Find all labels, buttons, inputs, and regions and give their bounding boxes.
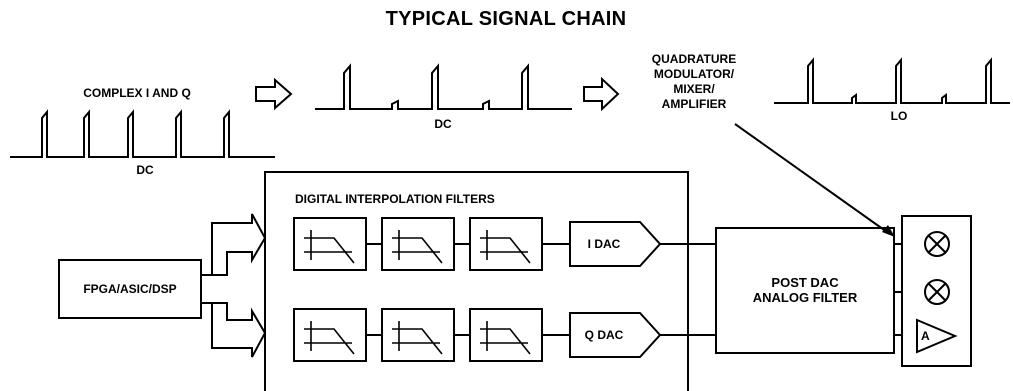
q-filter-1 (293, 308, 367, 362)
fpga-block (58, 259, 202, 319)
post-dac-filter-block (715, 227, 895, 354)
post-filter-label: POST DAC ANALOG FILTER (753, 275, 857, 305)
lowpass-filter-icon (480, 321, 531, 355)
page-title: TYPICAL SIGNAL CHAIN (385, 8, 627, 30)
lowpass-filter-icon (480, 230, 531, 264)
i-filter-2 (381, 217, 455, 271)
i-filter-3 (469, 217, 543, 271)
lowpass-filter-icon (304, 230, 355, 264)
filters-group-title: DIGITAL INTERPOLATION FILTERS (295, 192, 495, 206)
lowpass-filter-icon (392, 230, 443, 264)
bus-arrow-i (201, 213, 267, 276)
amplifier-label: A (921, 329, 930, 343)
q-dac-label: Q DAC (584, 328, 624, 342)
i-dac-shape (569, 221, 662, 267)
hollow-arrow-1 (255, 77, 293, 111)
q-dac-shape (569, 312, 662, 358)
modulator-label-text: QUADRATURE MODULATOR/ MIXER/ AMPLIFIER (651, 52, 737, 111)
amplifier-icon (916, 318, 958, 354)
iq-pulse-waveform (10, 109, 275, 158)
input-dc-label: DC (136, 163, 154, 177)
hollow-arrow-2 (583, 76, 620, 112)
i-filter-1 (293, 217, 367, 271)
fpga-label: FPGA/ASIC/DSP (83, 282, 177, 296)
lowpass-filter-icon (304, 321, 355, 355)
pointer-arrowhead (882, 225, 895, 237)
lowpass-filter-icon (392, 321, 443, 355)
modulator-label: QUADRATURE MODULATOR/ MIXER/ AMPLIFIER (652, 52, 736, 112)
q-filter-3 (469, 308, 543, 362)
mixer-q-icon (924, 279, 950, 305)
q-filter-2 (381, 308, 455, 362)
interpolation-filters-frame (264, 171, 689, 391)
modulator-pointer-line (734, 123, 888, 233)
interpolated-dc-label: DC (434, 117, 452, 131)
input-waveform-label: COMPLEX I AND Q (83, 86, 191, 100)
bus-arrow-q (201, 302, 267, 358)
lo-label: LO (890, 109, 908, 123)
post-filter-text: POST DAC ANALOG FILTER (752, 275, 858, 305)
i-dac-label: I DAC (587, 237, 621, 251)
modulator-column (901, 215, 972, 367)
lo-waveform (774, 57, 1010, 104)
mixer-i-icon (924, 231, 950, 257)
interpolated-dc-waveform (315, 63, 572, 110)
